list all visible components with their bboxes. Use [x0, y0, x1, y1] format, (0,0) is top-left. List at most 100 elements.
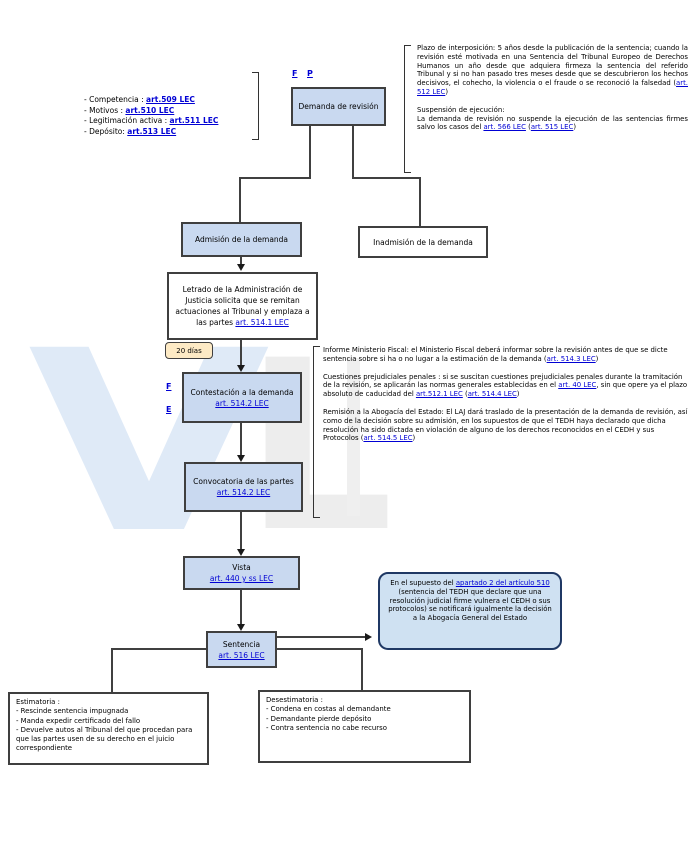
- link-art514-5[interactable]: art. 514.5 LEC: [363, 434, 413, 443]
- demanda-revision-box: Demanda de revisión: [291, 87, 386, 126]
- desestimatoria-item: - Condena en costas al demandante: [266, 705, 391, 714]
- requisitos-list: - Competencia : art.509 LEC - Motivos : …: [84, 95, 218, 137]
- link-f-side[interactable]: F: [166, 382, 172, 391]
- estimatoria-item: - Rescinde sentencia impugnada: [16, 707, 129, 716]
- plazo-paragraph: Plazo de interposición: 5 años desde la …: [417, 44, 688, 97]
- arrow-into-vista: [237, 549, 245, 556]
- link-art514-1[interactable]: art. 514.1 LEC: [235, 318, 289, 327]
- contestacion-box: Contestación a la demanda art. 514.2 LEC: [182, 372, 302, 423]
- admision-box: Admisión de la demanda: [181, 222, 302, 257]
- estimatoria-item: - Manda expedir certificado del fallo: [16, 716, 141, 725]
- estimatoria-title: Estimatoria :: [16, 698, 60, 706]
- inadmision-label: Inadmisión de la demanda: [373, 237, 473, 247]
- connector-demanda-left-v: [309, 126, 311, 178]
- link-art514-3[interactable]: art. 514.3 LEC: [546, 354, 596, 363]
- plazo-20-dias-box: 20 días: [165, 342, 213, 359]
- link-e-side[interactable]: E: [166, 405, 172, 414]
- link-art513[interactable]: art.513 LEC: [127, 126, 177, 136]
- desestimatoria-title: Desestimatoria :: [266, 696, 323, 704]
- list-item: - Motivos : art.510 LEC: [84, 106, 218, 117]
- prejudiciales-paragraph: Cuestiones prejudiciales penales : si se…: [323, 373, 688, 399]
- link-art514-2-convocatoria[interactable]: art. 514.2 LEC: [216, 488, 271, 497]
- admision-label: Admisión de la demanda: [194, 235, 289, 244]
- convocatoria-box: Convocatoria de las partes art. 514.2 LE…: [184, 462, 303, 512]
- connector-demanda-left-h: [239, 177, 311, 179]
- list-item: - Depósito: art.513 LEC: [84, 127, 218, 138]
- connector-sentencia-left-h: [112, 648, 206, 650]
- informe-fiscal-text: Informe Ministerio Fiscal: el Ministerio…: [323, 346, 668, 363]
- tedh-note-text-1: En el supuesto del: [390, 579, 456, 587]
- link-art512[interactable]: art. 512 LEC: [417, 79, 688, 96]
- link-art509[interactable]: art.509 LEC: [146, 95, 195, 104]
- plazo-text: Plazo de interposición: 5 años desde la …: [417, 44, 688, 88]
- connector-contestacion-convocatoria: [240, 423, 242, 456]
- link-art515[interactable]: art. 515 LEC: [530, 123, 574, 132]
- estimatoria-item: - Devuelve autos al Tribunal del que pro…: [16, 725, 193, 753]
- letrado-box: Letrado de la Administración de Justicia…: [167, 272, 318, 340]
- inadmision-box: Inadmisión de la demanda: [358, 226, 488, 258]
- prejudiciales-text-2: , sin que opere ya el plazo absoluto de …: [323, 381, 688, 399]
- link-f-top[interactable]: F: [292, 69, 298, 78]
- informe-fiscal-paragraph: Informe Ministerio Fiscal: el Ministerio…: [323, 346, 688, 364]
- connector-sentencia-tedh: [277, 636, 365, 638]
- list-item-label: - Motivos :: [84, 105, 126, 115]
- vista-box: Vista art. 440 y ss LEC: [183, 556, 300, 590]
- list-item-label: - Competencia :: [84, 95, 147, 104]
- remision-abogacia-paragraph: Remisión a la Abogacía del Estado: El LA…: [323, 408, 688, 443]
- desestimatoria-item: - Demandante pierde depósito: [266, 714, 372, 723]
- connector-demanda-right-h: [352, 177, 421, 179]
- letrado-label: Letrado de la Administración de Justicia…: [175, 285, 310, 327]
- prejudiciales-end: ): [516, 390, 520, 399]
- convocatoria-label: Convocatoria de las partes: [193, 477, 294, 486]
- arrow-into-letrado: [237, 264, 245, 271]
- remision-text: Remisión a la Abogacía del Estado: El LA…: [323, 407, 688, 443]
- link-art516[interactable]: art. 516 LEC: [218, 650, 265, 660]
- remision-end: ): [412, 434, 416, 443]
- link-art514-4[interactable]: art. 514.4 LEC: [467, 390, 517, 399]
- link-apartado2-art510[interactable]: apartado 2 del artículo 510: [455, 579, 550, 587]
- plazo-note: Plazo de interposición: 5 años desde la …: [417, 44, 688, 141]
- connector-convocatoria-vista: [240, 512, 242, 550]
- connector-demanda-right-v: [352, 126, 354, 178]
- link-art511[interactable]: art.511 LEC: [169, 116, 219, 125]
- desestimatoria-box: Desestimatoria : - Condena en costas al …: [258, 690, 471, 763]
- suspension-paren: (: [525, 123, 531, 132]
- bracket-tramite: [313, 346, 320, 518]
- link-art510[interactable]: art.510 LEC: [125, 105, 175, 115]
- tedh-note-text-2: (sentencia del TEDH que declare que una …: [388, 587, 552, 623]
- contestacion-label: Contestación a la demanda: [190, 387, 294, 397]
- sentencia-box: Sentencia art. 516 LEC: [206, 631, 277, 668]
- link-art514-2-contestacion[interactable]: art. 514.2 LEC: [215, 398, 269, 408]
- connector-to-estimatoria: [111, 648, 113, 693]
- link-p-top[interactable]: P: [307, 69, 313, 78]
- arrow-into-sentencia: [237, 624, 245, 631]
- plazo-text-end: ): [445, 87, 449, 96]
- prejudiciales-text-3: (: [462, 390, 468, 399]
- suspension-text: La demanda de revisión no suspende la ej…: [417, 114, 688, 132]
- connector-to-desestimatoria: [361, 648, 363, 691]
- list-item: - Legitimación activa : art.511 LEC: [84, 116, 218, 127]
- list-item: - Competencia : art.509 LEC: [84, 95, 218, 106]
- link-art566[interactable]: art. 566 LEC: [483, 123, 526, 132]
- link-art40[interactable]: art. 40 LEC: [558, 381, 597, 390]
- sentencia-label: Sentencia: [222, 639, 261, 649]
- informe-fiscal-end: ): [595, 354, 599, 363]
- connector-vista-sentencia: [240, 590, 242, 625]
- suspension-paragraph: Suspensión de ejecución: La demanda de r…: [417, 106, 688, 132]
- bracket-requisitos: [252, 72, 259, 140]
- tramite-notes: Informe Ministerio Fiscal: el Ministerio…: [323, 346, 688, 452]
- link-art512-1[interactable]: art.512.1 LEC: [415, 390, 463, 399]
- connector-admision-letrado: [240, 257, 242, 266]
- connector-letrado-contestacion: [240, 340, 242, 366]
- watermark-v-letter: V: [28, 297, 270, 588]
- letrado-text: Letrado de la Administración de Justicia…: [174, 284, 311, 328]
- link-art440[interactable]: art. 440 y ss LEC: [209, 574, 274, 583]
- list-item-label: - Depósito:: [84, 126, 128, 136]
- connector-to-inadmision: [419, 177, 421, 227]
- watermark-bar: [347, 358, 360, 516]
- arrow-into-contestacion: [237, 365, 245, 372]
- tedh-note-box: En el supuesto del apartado 2 del artícu…: [378, 572, 562, 650]
- suspension-heading: Suspensión de ejecución:: [417, 105, 505, 114]
- bracket-plazo: [404, 45, 411, 173]
- suspension-paren-close: ): [573, 123, 577, 132]
